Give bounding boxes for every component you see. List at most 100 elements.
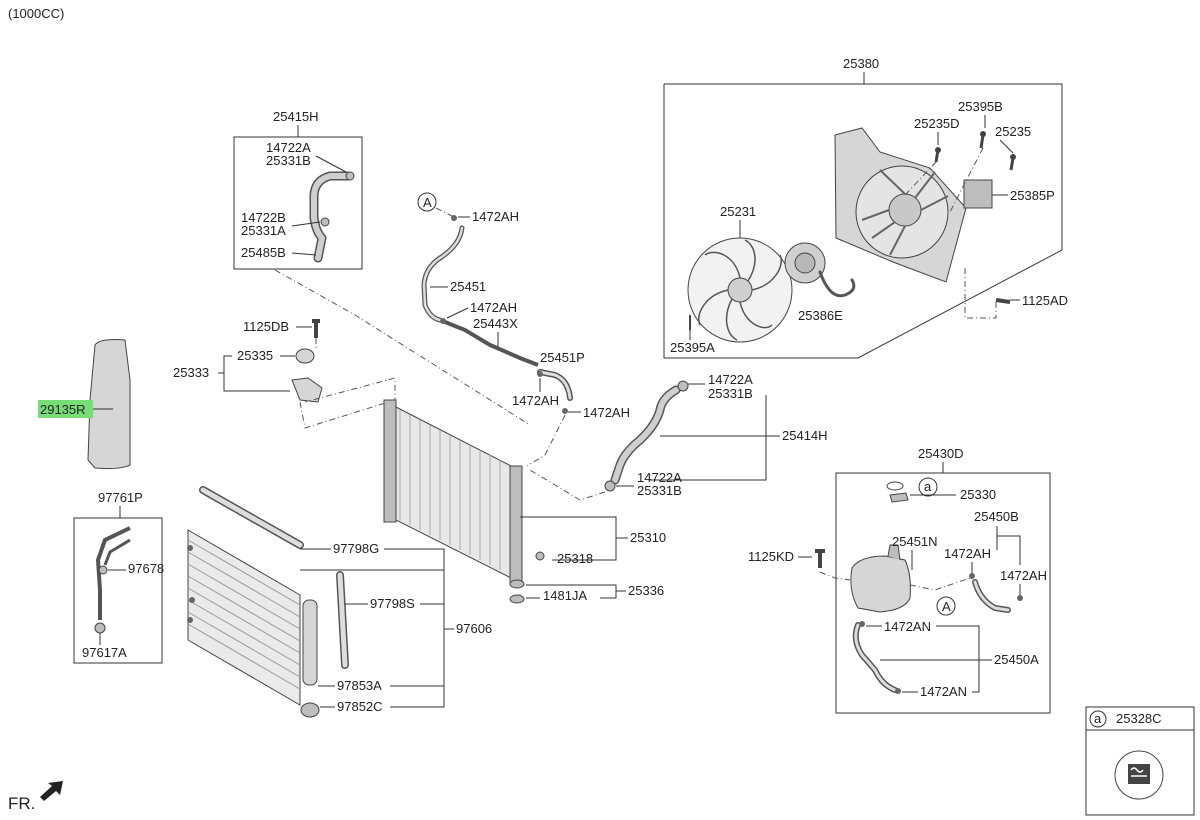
label-97678[interactable]: 97678 [128, 561, 164, 576]
pipe-25443X-part [444, 320, 539, 367]
label-14722A-mid[interactable]: 14722A [708, 372, 753, 387]
air-guard-part [87, 339, 131, 470]
label-25443X[interactable]: 25443X [473, 316, 518, 331]
label-1472AH-d[interactable]: 1472AH [583, 405, 630, 420]
label-25395A[interactable]: 25395A [670, 340, 715, 355]
label-1472AH-b[interactable]: 1472AH [470, 300, 517, 315]
variant-label: (1000CC) [8, 6, 64, 21]
ref-A-top [417, 192, 437, 212]
clip-1472AN-2-icon [895, 688, 901, 694]
label-25451P[interactable]: 25451P [540, 350, 585, 365]
label-14722A-low[interactable]: 14722A [637, 470, 682, 485]
label-25451N[interactable]: 25451N [892, 534, 938, 549]
seal-icon [886, 481, 904, 491]
label-1125DB[interactable]: 1125DB [243, 319, 289, 334]
fan-shroud-assembly-group: 25380 25395B 25235D 25235 [663, 56, 1068, 359]
label-1472AN-a[interactable]: 1472AN [884, 619, 931, 634]
label-1472AH-e[interactable]: 1472AH [944, 546, 991, 561]
hose-25450A-part [852, 622, 898, 693]
label-1472AH-f[interactable]: 1472AH [1000, 568, 1047, 583]
label-97798G[interactable]: 97798G [333, 541, 379, 556]
label-25331B-mid[interactable]: 25331B [708, 386, 753, 401]
label-25331B-low[interactable]: 25331B [637, 483, 682, 498]
label-25395B[interactable]: 25395B [958, 99, 1003, 114]
label-25331B-upper[interactable]: 25331B [266, 153, 311, 168]
label-25450A[interactable]: 25450A [994, 652, 1039, 667]
label-97617A[interactable]: 97617A [82, 645, 127, 660]
clamp-14722A-icon [345, 171, 355, 181]
label-14722B[interactable]: 14722B [241, 210, 286, 225]
callout-25328C: a 25328C [1085, 706, 1195, 816]
clamp-14722B-icon [320, 217, 330, 227]
clip-1472AH-5-icon [969, 573, 975, 579]
mount-25336-lower-icon [509, 594, 525, 604]
label-25310[interactable]: 25310 [630, 530, 666, 545]
label-1481JA[interactable]: 1481JA [543, 588, 587, 603]
label-97852C[interactable]: 97852C [337, 699, 383, 714]
label-29135R[interactable]: 29135R [40, 402, 86, 417]
label-25451[interactable]: 25451 [450, 279, 486, 294]
air-guard-group: 29135R [38, 339, 131, 470]
condenser-pipe-part [95, 526, 131, 620]
label-25485B[interactable]: 25485B [241, 245, 286, 260]
bolt-1125AD-icon [995, 298, 1011, 304]
label-25331A[interactable]: 25331A [241, 223, 286, 238]
label-25336[interactable]: 25336 [628, 583, 664, 598]
label-25330[interactable]: 25330 [960, 487, 996, 502]
mount-25336-upper-icon [509, 579, 525, 589]
front-arrow-icon [40, 781, 63, 801]
bolt-25235-icon [1009, 157, 1015, 171]
label-1125AD[interactable]: 1125AD [1022, 293, 1068, 308]
label-25235[interactable]: 25235 [995, 124, 1031, 139]
clip-1472AH-4-icon [562, 408, 568, 414]
clip-1472AH-6-icon [1017, 595, 1023, 601]
condenser-pipe-group: 97761P 97678 97617A [73, 490, 164, 664]
label-97606[interactable]: 97606 [456, 621, 492, 636]
callout-part-number[interactable]: 25328C [1116, 711, 1162, 726]
fitting-97678-icon [98, 565, 108, 575]
clip-1472AH-2-icon [440, 318, 446, 324]
callout-ref-a [1089, 710, 1107, 728]
clip-1472AH-1-icon [451, 215, 457, 221]
label-25333[interactable]: 25333 [173, 365, 209, 380]
reservoir-tank-part [850, 555, 911, 613]
clip-1472AH-3-icon [537, 371, 543, 377]
front-direction-indicator: FR. [8, 781, 63, 813]
condenser-pipe-box [73, 517, 163, 664]
label-1125KD[interactable]: 1125KD [748, 549, 794, 564]
label-25415H[interactable]: 25415H [273, 109, 319, 124]
radiator-group: 25310 25318 1481JA 25336 [383, 399, 666, 604]
label-1472AH-c[interactable]: 1472AH [512, 393, 559, 408]
ref-A-top-letter: A [423, 195, 432, 210]
ref-A-reservoir [936, 596, 956, 616]
bolt-25395B-icon [979, 134, 985, 149]
ref-a-reservoir [918, 477, 938, 497]
label-25231[interactable]: 25231 [720, 204, 756, 219]
label-1472AN-b[interactable]: 1472AN [920, 684, 967, 699]
cap-25335-part [295, 348, 315, 364]
label-97761P[interactable]: 97761P [98, 490, 143, 505]
label-25386E[interactable]: 25386E [798, 308, 843, 323]
label-25380[interactable]: 25380 [843, 56, 879, 71]
label-25414H[interactable]: 25414H [782, 428, 828, 443]
label-25385P[interactable]: 25385P [1010, 188, 1055, 203]
cap-97852C-icon [300, 702, 320, 718]
cap-25330-icon [889, 492, 909, 503]
bypass-hose-group: A 1472AH 25451 1472AH 25443X 25451P 1472… [417, 192, 630, 467]
label-25450B[interactable]: 25450B [974, 509, 1019, 524]
label-25235D[interactable]: 25235D [914, 116, 960, 131]
label-29135R-highlight [38, 400, 93, 418]
condenser-group: 97798G 97798S 97606 97853A 97852C [187, 486, 492, 718]
callout-letter: a [1094, 711, 1102, 726]
label-14722A-upper[interactable]: 14722A [266, 140, 311, 155]
label-97853A[interactable]: 97853A [337, 678, 382, 693]
resistor-part [963, 179, 993, 209]
label-25335[interactable]: 25335 [237, 348, 273, 363]
label-25318[interactable]: 25318 [557, 551, 593, 566]
label-97798S[interactable]: 97798S [370, 596, 415, 611]
label-1472AH-a[interactable]: 1472AH [472, 209, 519, 224]
front-label: FR. [8, 794, 35, 813]
fitting-97617A-icon [94, 622, 106, 634]
label-25430D[interactable]: 25430D [918, 446, 964, 461]
